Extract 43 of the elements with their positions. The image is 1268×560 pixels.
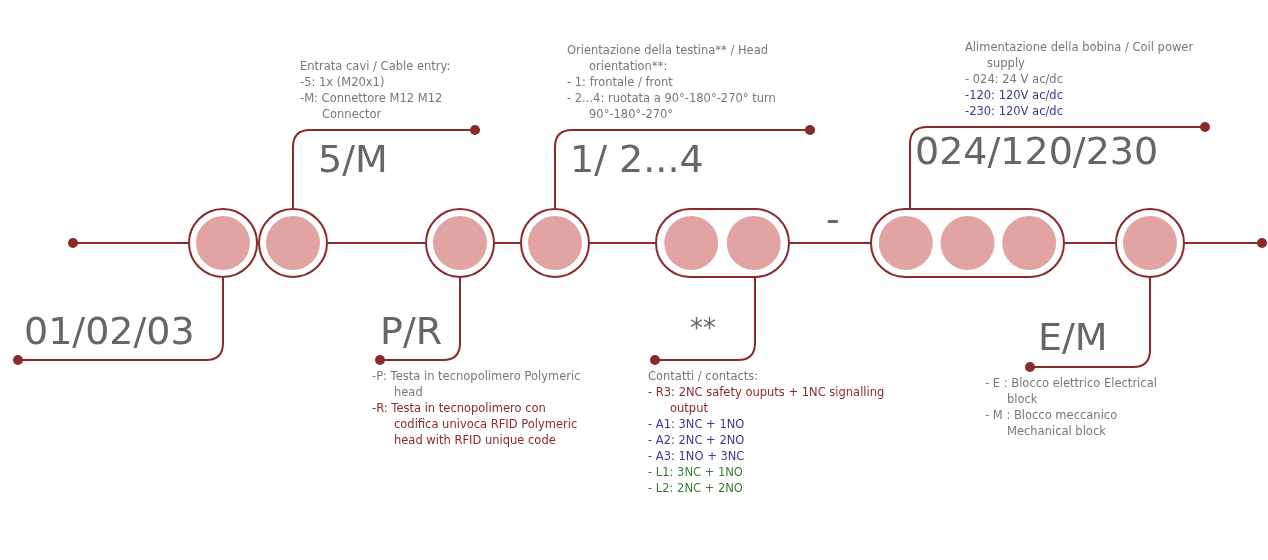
- connector-line: [789, 242, 871, 244]
- leader-line: [1025, 277, 1151, 372]
- connector-line: [1064, 242, 1116, 244]
- description-heading: Entrata cavi / Cable entry:: [300, 58, 452, 74]
- code-label: E/M: [1038, 318, 1108, 356]
- code-label: 1/ 2...4: [570, 140, 704, 178]
- leader-line: [292, 125, 480, 209]
- description-text: - L2: 2NC + 2NO: [648, 480, 744, 496]
- code-label: 024/120/230: [915, 132, 1159, 170]
- description-text: - M : Blocco meccanico Mechanical block: [985, 407, 1119, 439]
- description-text: - A1: 3NC + 1NO: [648, 416, 746, 432]
- description-text: - 2...4: ruotata a 90°-180°-270° turn 90°-180°-270°: [567, 90, 777, 122]
- description-text: -5: 1x (M20x1): [300, 74, 386, 90]
- leader-line: [375, 277, 461, 365]
- description-text: -M: Connettore M12 M12 Connector: [300, 90, 444, 122]
- connector-line: [589, 242, 656, 244]
- description-text: - L1: 3NC + 1NO: [648, 464, 744, 480]
- description-text: -230: 120V ac/dc: [965, 103, 1064, 119]
- description-heading: Alimentazione della bobina / Coil power supply: [965, 39, 1195, 71]
- description-text: -P: Testa in tecnopolimero Polymeric head: [372, 368, 582, 400]
- description-text: - E : Blocco elettrico Electrical block: [985, 375, 1158, 407]
- connector-line: [327, 242, 426, 244]
- leader-line: [554, 125, 815, 209]
- leader-line: [13, 277, 224, 365]
- code-label: **: [690, 315, 716, 341]
- description-text: - 024: 24 V ac/dc: [965, 71, 1064, 87]
- description-text: -R: Testa in tecnopolimero con codifica univoca RFID Polymeric head with RFID unique code: [372, 400, 579, 448]
- leader-line: [1184, 238, 1267, 248]
- description-text: -120: 120V ac/dc: [965, 87, 1064, 103]
- code-label: -: [826, 200, 840, 238]
- leader-line: [909, 122, 1210, 209]
- description-heading: Orientazione della testina** / Head orientation**:: [567, 42, 770, 74]
- code-label: 5/M: [318, 140, 388, 178]
- description-heading: Contatti / contacts:: [648, 368, 760, 384]
- code-label: 01/02/03: [24, 312, 195, 350]
- description-text: - 1: frontale / front: [567, 74, 674, 90]
- leader-line: [68, 238, 189, 248]
- description-text: - R3: 2NC safety ouputs + 1NC signalling output: [648, 384, 886, 416]
- description-text: - A2: 2NC + 2NO: [648, 432, 746, 448]
- leader-line: [650, 277, 756, 365]
- connector-line: [494, 242, 521, 244]
- code-label: P/R: [380, 312, 443, 350]
- description-text: - A3: 1NO + 3NC: [648, 448, 746, 464]
